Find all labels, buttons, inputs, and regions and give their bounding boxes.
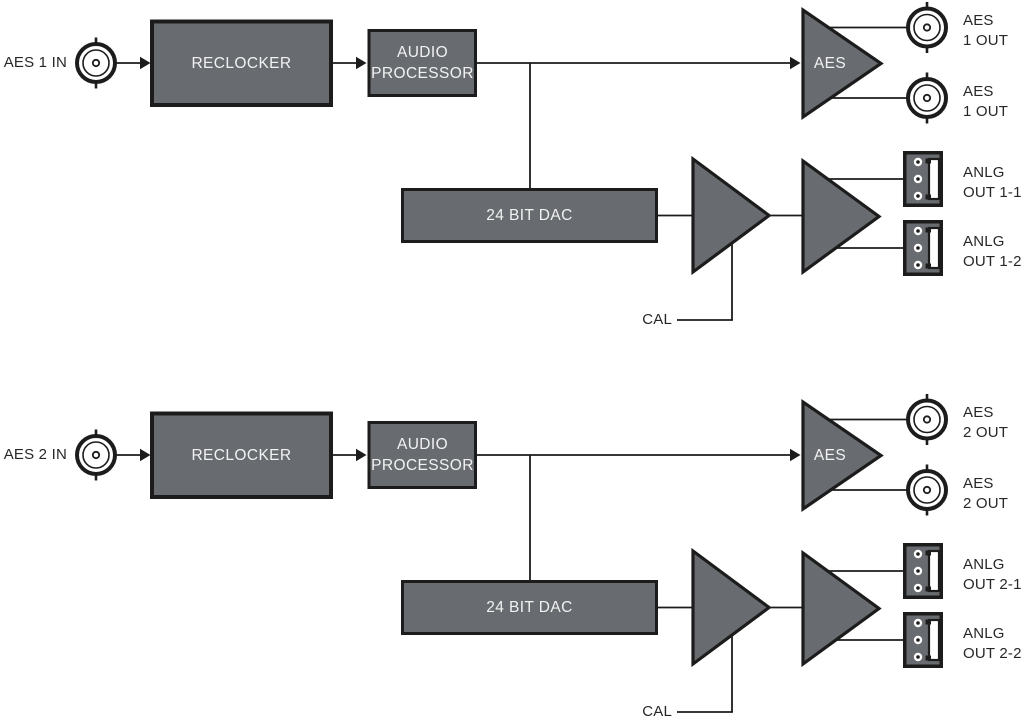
terminal-block-icon <box>903 151 943 207</box>
audio-processor-block <box>367 29 477 97</box>
analog-output-label: ANLG OUT 1-2 <box>963 233 1022 270</box>
reclocker-block <box>150 411 333 499</box>
output-amplifier-triangle <box>801 157 882 276</box>
cal-label: CAL <box>642 311 672 328</box>
arrowhead <box>140 448 151 462</box>
terminal-block-icon <box>903 220 943 276</box>
aes-output-label: AES 2 OUT <box>963 404 1009 441</box>
cal-amplifier-triangle <box>691 547 772 668</box>
bnc-output-icon <box>906 0 948 55</box>
aes-output-label: AES 1 OUT <box>963 82 1009 120</box>
audio-processor-block <box>367 421 477 489</box>
bnc-input-icon <box>75 35 117 91</box>
channel-2-graphics <box>75 392 948 713</box>
bnc-output-icon <box>906 392 948 447</box>
dac-label: 24 BIT DAC <box>486 207 573 224</box>
arrowhead <box>790 448 801 462</box>
aes-input-label: AES 2 IN <box>3 446 67 463</box>
terminal-block-icon <box>903 543 943 599</box>
bnc-input-icon <box>75 427 117 483</box>
cal-amplifier-triangle <box>691 155 772 276</box>
aes-input-label: AES 1 IN <box>3 54 67 71</box>
bnc-output-icon <box>906 70 948 126</box>
aes-driver-label: AES <box>813 447 847 464</box>
cal-label: CAL <box>642 703 672 720</box>
arrowhead <box>790 56 801 70</box>
channel-1-graphics <box>75 0 948 321</box>
aes-output-label: AES 2 OUT <box>963 474 1009 512</box>
bnc-output-icon <box>906 462 948 518</box>
dac-label: 24 BIT DAC <box>486 599 573 616</box>
arrowhead <box>356 448 367 462</box>
dac-block <box>401 580 658 635</box>
dac-block <box>401 188 658 243</box>
aes-driver-label: AES <box>813 55 847 72</box>
arrowhead <box>140 56 151 70</box>
output-amplifier-triangle <box>801 549 882 668</box>
audio-processor-label: AUDIO PROCESSOR <box>371 436 474 474</box>
analog-output-label: ANLG OUT 1-1 <box>963 164 1022 201</box>
analog-output-label: ANLG OUT 2-1 <box>963 556 1022 593</box>
arrowhead <box>356 56 367 70</box>
analog-output-label: ANLG OUT 2-2 <box>963 625 1022 662</box>
aes-driver-triangle <box>801 398 884 513</box>
reclocker-label: RECLOCKER <box>191 54 292 72</box>
reclocker-block <box>150 19 333 107</box>
aes-driver-triangle <box>801 6 884 121</box>
aes-output-label: AES 1 OUT <box>963 12 1009 49</box>
terminal-block-icon <box>903 612 943 668</box>
reclocker-label: RECLOCKER <box>191 446 292 464</box>
audio-processor-label: AUDIO PROCESSOR <box>371 44 474 82</box>
